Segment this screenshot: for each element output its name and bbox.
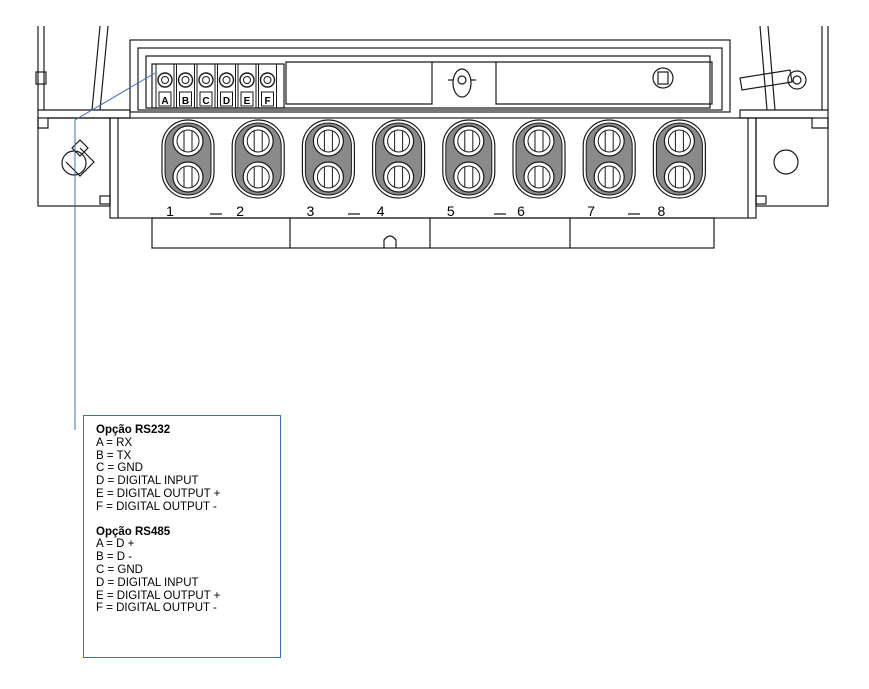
legend-rs232-title: Opção RS232 [96,424,171,436]
cable-entry-5: 5 [442,119,496,219]
legend-rs232-line-c: C = GND [96,462,143,475]
terminal-label-e: E [244,96,251,107]
cable-entry-6: 6 [512,119,566,219]
terminal-label-b: B [182,96,189,107]
terminal-label-d: D [223,96,230,107]
leader-line [74,72,156,430]
legend-rs485-title: Opção RS485 [96,525,171,538]
terminal-c: C [196,63,216,109]
terminal-d: D [217,63,236,109]
terminal-label-f: F [264,96,270,107]
cable-entry-2: 2 [231,119,285,219]
terminal-e: E [237,63,257,109]
entry-number-3: 3 [307,203,315,219]
legend-rs232-line-b: B = TX [96,449,132,462]
legend-rs232-line-f: F = DIGITAL OUTPUT - [96,500,217,513]
cable-entry-8: 8 [652,119,707,219]
legend-rs485-line-e: E = DIGITAL OUTPUT + [96,589,221,602]
terminal-label-a: A [161,96,168,107]
legend-rs485-line-d: D = DIGITAL INPUT [96,576,199,589]
entry-number-6: 6 [517,203,525,219]
legend-rs232-line-e: E = DIGITAL OUTPUT + [96,487,221,500]
terminal-a: A [155,63,175,109]
entry-number-5: 5 [447,203,455,219]
legend-box: Opção RS232 A = RX B = TX C = GND D = DI… [83,415,281,658]
terminal-block: A B C D E F [151,63,285,109]
legend-rs485-line-f: F = DIGITAL OUTPUT - [96,602,217,615]
entry-number-2: 2 [236,203,244,219]
cable-entry-7: 7 [582,119,636,219]
legend-rs485-line-b: B = D - [96,551,133,564]
terminal-f: F [258,63,277,109]
cable-entry-3: 3 [301,119,355,219]
cable-entries: 1 2 3 4 5 6 7 8 [161,119,707,219]
cable-entry-4: 4 [372,119,426,219]
terminal-b: B [176,63,195,109]
entry-number-4: 4 [377,203,385,219]
entry-number-7: 7 [587,203,595,219]
entry-number-8: 8 [658,203,666,219]
entry-number-1: 1 [166,203,174,219]
terminal-label-c: C [202,96,209,107]
legend-rs485-line-a: A = D + [96,538,135,551]
legend-rs485-line-c: C = GND [96,563,143,576]
legend-rs232-line-a: A = RX [96,436,133,449]
legend-rs232-line-d: D = DIGITAL INPUT [96,475,199,488]
cable-entry-1: 1 [161,119,215,219]
